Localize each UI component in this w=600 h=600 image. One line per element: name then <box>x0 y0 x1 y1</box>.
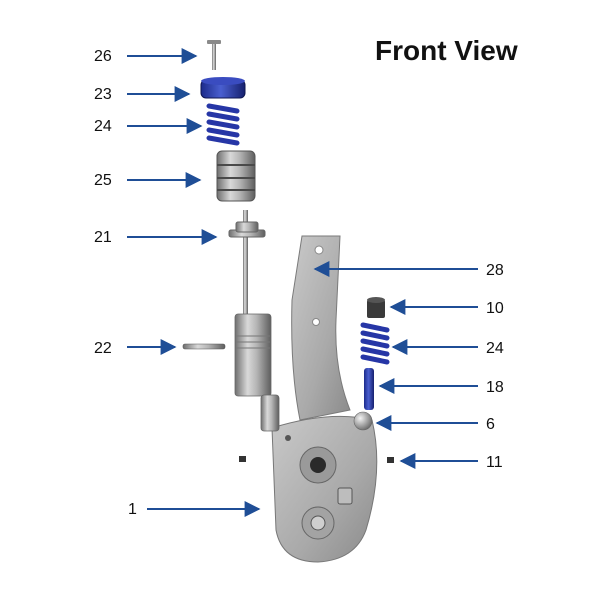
callout-21: 21 <box>94 229 218 246</box>
callout-1: 1 <box>128 501 261 518</box>
set-screw <box>367 297 385 318</box>
callout-label: 10 <box>486 300 504 317</box>
page-title: Front View <box>375 35 518 66</box>
callout-label: 22 <box>94 340 112 357</box>
callout-6: 6 <box>375 415 495 433</box>
callout-28: 28 <box>313 261 504 279</box>
housing <box>271 415 378 563</box>
piston <box>216 150 256 202</box>
callout-label: 21 <box>94 229 112 246</box>
lever-arm <box>291 235 351 421</box>
shaft-assembly <box>234 210 280 432</box>
callout-23: 23 <box>94 86 191 103</box>
callout-label: 1 <box>128 501 137 518</box>
callout-label: 6 <box>486 416 495 433</box>
callout-22: 22 <box>94 339 177 357</box>
callout-18: 18 <box>378 378 504 396</box>
cap <box>200 77 246 99</box>
callout-label: 24 <box>486 340 504 357</box>
callout-26: 26 <box>94 48 198 65</box>
callout-24-lower: 24 <box>391 339 504 357</box>
callout-label: 18 <box>486 379 504 396</box>
collar <box>228 221 266 238</box>
pin <box>207 40 221 70</box>
callout-label: 26 <box>94 48 112 65</box>
logo-badge <box>337 487 353 505</box>
callout-10: 10 <box>389 299 504 317</box>
callout-label: 25 <box>94 172 112 189</box>
callout-label: 24 <box>94 118 112 135</box>
upper-spring <box>206 103 240 146</box>
plunger <box>364 368 374 410</box>
small-block <box>239 456 394 463</box>
roll-pin <box>182 343 226 350</box>
callout-24-upper: 24 <box>94 118 203 135</box>
lower-spring <box>360 322 390 365</box>
callout-11: 11 <box>399 453 503 471</box>
callout-25: 25 <box>94 172 202 189</box>
callout-label: 28 <box>486 262 504 279</box>
ball <box>353 411 373 431</box>
callout-label: 23 <box>94 86 112 103</box>
callout-label: 11 <box>486 454 503 471</box>
